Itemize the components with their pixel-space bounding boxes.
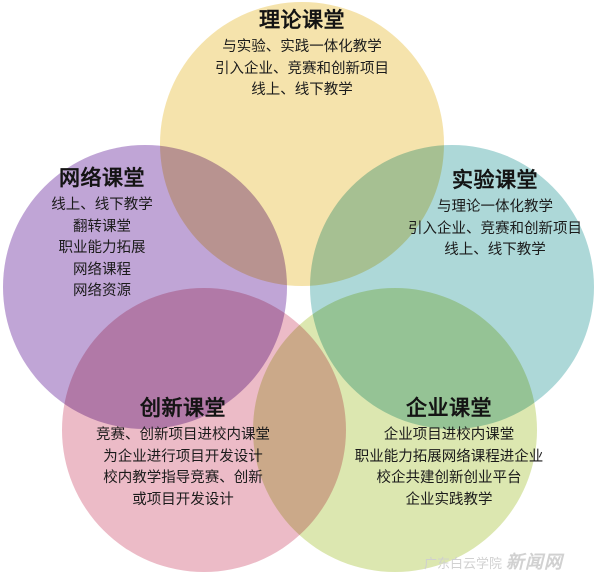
venn-group-theory-line-2: 引入企业、竞赛和创新项目: [215, 60, 389, 77]
venn-group-innovation-title: 创新课堂: [140, 397, 226, 420]
venn-group-experiment-line-3: 线上、线下教学: [444, 242, 546, 258]
venn-group-network-line-4: 网络课程: [73, 261, 131, 278]
venn-group-experiment-line-2: 引入企业、竞赛和创新项目: [408, 220, 582, 237]
venn-group-enterprise-title: 企业课堂: [406, 397, 492, 420]
venn-group-network: 网络课堂 线上、线下教学 翻转课堂 职业能力拓展 网络课程 网络资源: [2, 168, 202, 299]
venn-group-network-line-1: 线上、线下教学: [51, 197, 153, 213]
venn-group-theory-title: 理论课堂: [259, 9, 345, 32]
venn-group-experiment: 实验课堂 与理论一体化教学 引入企业、竞赛和创新项目 线上、线下教学: [390, 170, 600, 258]
venn-group-theory-line-1: 与实验、实践一体化教学: [222, 39, 382, 55]
venn-group-innovation-line-4: 或项目开发设计: [132, 491, 234, 508]
venn-group-innovation-line-1: 竞赛、创新项目进校内课堂: [96, 427, 270, 443]
watermark: 广东白云学院新闻网: [424, 548, 563, 574]
venn-group-network-line-2: 翻转课堂: [73, 218, 131, 235]
venn-group-theory: 理论课堂 与实验、实践一体化教学 引入企业、竞赛和创新项目 线上、线下教学: [155, 10, 449, 98]
venn-group-theory-line-3: 线上、线下教学: [251, 82, 353, 98]
venn-group-innovation: 创新课堂 竞赛、创新项目进校内课堂 为企业进行项目开发设计 校内教学指导竞赛、创…: [52, 398, 314, 507]
venn-group-network-line-3: 职业能力拓展: [58, 240, 146, 256]
venn-group-network-line-5: 网络资源: [73, 283, 131, 299]
venn-circle-enterprise: [253, 288, 537, 572]
venn-group-innovation-line-3: 校内教学指导竞赛、创新: [103, 470, 263, 486]
venn-group-enterprise-line-3: 校企共建创新创业平台: [376, 470, 522, 486]
venn-group-enterprise-line-1: 企业项目进校内课堂: [383, 427, 515, 443]
venn-group-innovation-line-2: 为企业进行项目开发设计: [103, 448, 263, 465]
watermark-site: 广东白云学院: [424, 556, 503, 571]
venn-group-experiment-line-1: 与理论一体化教学: [437, 199, 553, 215]
venn-group-enterprise: 企业课堂 企业项目进校内课堂 职业能力拓展网络课程进企业 校企共建创新创业平台 …: [318, 398, 580, 507]
watermark-label: 新闻网: [506, 552, 564, 572]
venn-group-enterprise-line-4: 企业实践教学: [405, 491, 493, 508]
venn-group-experiment-title: 实验课堂: [452, 169, 538, 192]
venn-group-network-title: 网络课堂: [59, 167, 145, 190]
venn-group-enterprise-line-2: 职业能力拓展网络课程进企业: [354, 448, 544, 465]
